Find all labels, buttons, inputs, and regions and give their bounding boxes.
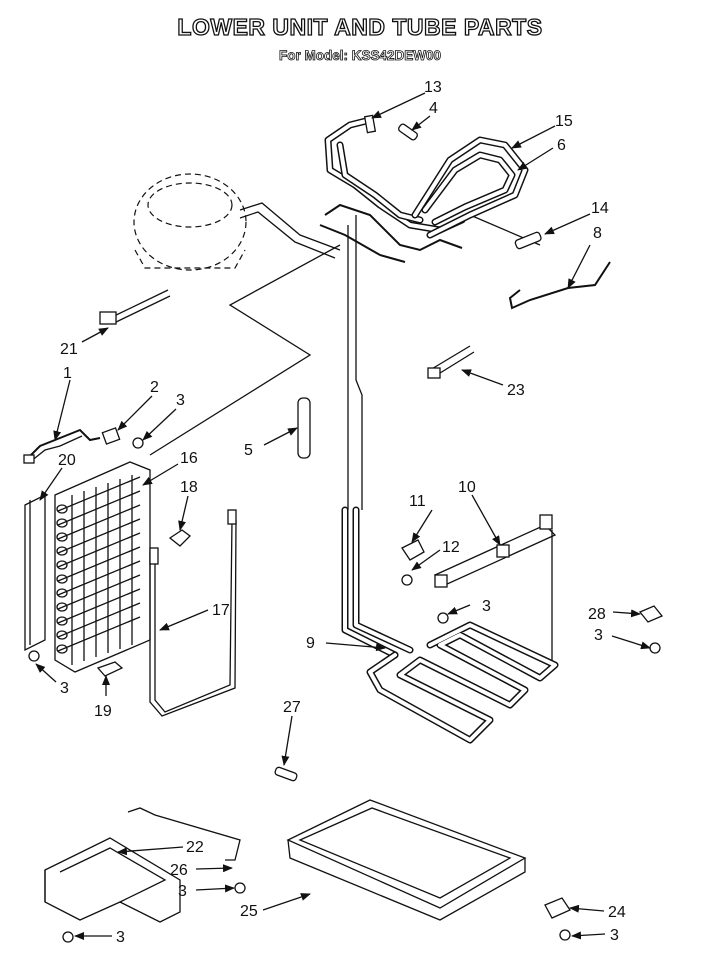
- part-19-clip: [96, 661, 124, 677]
- callout-3-d: 3: [60, 680, 69, 697]
- part-3-screw-f: [62, 931, 74, 943]
- part-23-clip: [427, 345, 475, 379]
- callout-4: 4: [429, 100, 438, 117]
- callout-9: 9: [306, 635, 315, 652]
- callout-26: 26: [170, 862, 188, 879]
- coil-bend: [56, 644, 68, 654]
- coil-bend: [56, 630, 68, 640]
- coil-bend: [56, 588, 68, 598]
- callout-17: 17: [212, 602, 230, 619]
- part-2-bracket: [101, 427, 121, 445]
- callout-11: 11: [409, 493, 426, 510]
- callout-23: 23: [507, 382, 525, 399]
- part-8-tube: [508, 261, 611, 310]
- diagram-title: LOWER UNIT AND TUBE PARTS: [177, 13, 543, 40]
- part-3-screw-c: [437, 612, 449, 624]
- callout-3-e: 3: [178, 883, 187, 900]
- model-subtitle: For Model: KSS42DEW00: [278, 48, 442, 64]
- callout-15: 15: [555, 113, 573, 130]
- part-25-tray: [286, 799, 527, 921]
- callout-19: 19: [94, 703, 112, 720]
- part-3-screw-a: [132, 437, 144, 449]
- part-18-clip: [168, 529, 191, 547]
- part-12-screw: [401, 574, 413, 586]
- leader-arrows: [35, 92, 651, 940]
- part-26-wire: [127, 807, 241, 861]
- part-5-tube: [297, 397, 311, 459]
- callout-1: 1: [63, 365, 72, 382]
- callout-3-g: 3: [610, 927, 619, 944]
- reference-lines: [149, 214, 541, 510]
- callout-14: 14: [591, 200, 609, 217]
- upper-tube-assembly: [319, 114, 529, 263]
- coil-bend: [56, 504, 68, 514]
- callout-20: 20: [58, 452, 76, 469]
- part-3-screw-e: [234, 882, 246, 894]
- part-9-defrost-heater: [341, 506, 559, 744]
- callout-3-a: 3: [176, 392, 185, 409]
- callout-3-b: 3: [482, 598, 491, 615]
- coil-bend: [56, 616, 68, 626]
- callout-16: 16: [180, 450, 198, 467]
- callout-22: 22: [186, 839, 204, 856]
- callout-27: 27: [283, 699, 301, 716]
- coil-bend: [56, 532, 68, 542]
- part-28-clip: [638, 605, 664, 623]
- part-22-drain-pan: [44, 837, 181, 923]
- part-10-bracket: [433, 514, 557, 660]
- part-24-clip: [544, 897, 571, 919]
- part-3-screw-b: [28, 650, 40, 662]
- callout-24: 24: [608, 904, 626, 921]
- coil-bend: [56, 560, 68, 570]
- part-3-screw-d: [649, 642, 661, 654]
- coil-bend: [56, 602, 68, 612]
- coil-bend: [56, 574, 68, 584]
- callout-3-f: 3: [116, 929, 125, 946]
- callout-2: 2: [150, 379, 159, 396]
- part-11-clamp: [401, 539, 425, 561]
- callout-numbers: 13 4 15 6 14 8 21 23 1 2 3 5 20 16 18 10…: [58, 79, 626, 946]
- condenser-coil: [24, 461, 151, 673]
- part-1-wire: [23, 428, 101, 464]
- part-4-plug: [398, 123, 418, 141]
- callout-25: 25: [240, 903, 258, 920]
- part-21-cable-tie: [99, 289, 171, 325]
- part-17-wire: [149, 509, 237, 717]
- compressor-outline: [133, 173, 341, 271]
- part-14-plug: [514, 231, 542, 250]
- part-27-plug: [274, 766, 298, 782]
- callout-12: 12: [442, 539, 460, 556]
- callout-21: 21: [60, 341, 78, 358]
- callout-13: 13: [424, 79, 442, 96]
- callout-18: 18: [180, 479, 198, 496]
- callout-3-c: 3: [594, 627, 603, 644]
- callout-6: 6: [557, 137, 566, 154]
- callout-8: 8: [593, 225, 602, 242]
- callout-10: 10: [458, 479, 476, 496]
- coil-bend: [56, 546, 68, 556]
- coil-bend: [56, 518, 68, 528]
- part-3-screw-g: [559, 929, 571, 941]
- callout-28: 28: [588, 606, 606, 623]
- callout-5: 5: [244, 442, 253, 459]
